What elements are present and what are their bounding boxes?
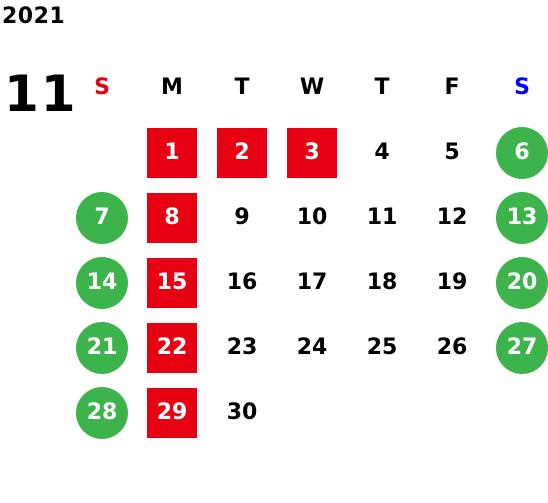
day-number: 26: [436, 334, 468, 360]
day-cell[interactable]: 4: [347, 120, 417, 185]
day-number: 24: [296, 334, 328, 360]
day-number-holiday: 15: [147, 257, 197, 308]
day-number-weekend: 28: [76, 386, 128, 439]
day-number-holiday: 29: [147, 387, 197, 438]
day-number: 12: [436, 204, 468, 230]
weekday-header-tue: T: [207, 55, 277, 120]
day-cell[interactable]: 1: [137, 120, 207, 185]
day-cell[interactable]: 2: [207, 120, 277, 185]
day-cell[interactable]: 21: [67, 315, 137, 380]
day-number: 17: [296, 269, 328, 295]
day-cell[interactable]: 8: [137, 185, 207, 250]
weekday-header-fri: F: [417, 55, 487, 120]
day-cell[interactable]: 25: [347, 315, 417, 380]
day-number: 16: [226, 269, 258, 295]
weekday-label: M: [161, 74, 183, 100]
day-cell[interactable]: 24: [277, 315, 347, 380]
day-cell[interactable]: 13: [487, 185, 548, 250]
weekday-header-sat: S: [487, 55, 548, 120]
day-number: 9: [234, 204, 250, 230]
day-cell[interactable]: 22: [137, 315, 207, 380]
weekday-label: W: [299, 74, 325, 100]
day-cell[interactable]: 11: [347, 185, 417, 250]
day-number: 5: [444, 139, 460, 165]
day-number: 18: [366, 269, 398, 295]
weekday-header-sun: S: [67, 55, 137, 120]
day-cell[interactable]: 19: [417, 250, 487, 315]
day-cell[interactable]: 27: [487, 315, 548, 380]
day-number-weekend: 27: [496, 321, 548, 374]
calendar-month: 11: [4, 65, 78, 123]
weekday-label: F: [444, 74, 460, 100]
day-number: 4: [374, 139, 390, 165]
day-number: 25: [366, 334, 398, 360]
day-cell[interactable]: 7: [67, 185, 137, 250]
weekday-header-wed: W: [277, 55, 347, 120]
day-cell[interactable]: 10: [277, 185, 347, 250]
day-cell[interactable]: 9: [207, 185, 277, 250]
day-number-holiday: 8: [147, 192, 197, 243]
weekday-label: T: [234, 74, 250, 100]
day-cell[interactable]: 30: [207, 380, 277, 445]
day-cell[interactable]: 23: [207, 315, 277, 380]
day-number-weekend: 13: [496, 191, 548, 244]
weekday-label: T: [374, 74, 390, 100]
calendar-year: 2021: [2, 4, 66, 29]
day-cell[interactable]: 17: [277, 250, 347, 315]
day-number-weekend: 6: [496, 126, 548, 179]
day-number: 23: [226, 334, 258, 360]
day-number-holiday: 2: [217, 127, 267, 178]
day-number-holiday: 1: [147, 127, 197, 178]
weekday-label: S: [94, 74, 110, 100]
day-number-weekend: 20: [496, 256, 548, 309]
day-number: 19: [436, 269, 468, 295]
day-number: 30: [226, 399, 258, 425]
day-cell[interactable]: 15: [137, 250, 207, 315]
day-cell[interactable]: 3: [277, 120, 347, 185]
day-number: 11: [366, 204, 398, 230]
day-cell[interactable]: 29: [137, 380, 207, 445]
day-cell[interactable]: 20: [487, 250, 548, 315]
day-number-holiday: 22: [147, 322, 197, 373]
day-cell[interactable]: 16: [207, 250, 277, 315]
day-cell[interactable]: 6: [487, 120, 548, 185]
day-cell[interactable]: 5: [417, 120, 487, 185]
weekday-header-thu: T: [347, 55, 417, 120]
day-cell[interactable]: 26: [417, 315, 487, 380]
day-number-weekend: 7: [76, 191, 128, 244]
weekday-label: S: [514, 74, 530, 100]
day-number-weekend: 14: [76, 256, 128, 309]
day-cell[interactable]: 18: [347, 250, 417, 315]
day-number-holiday: 3: [287, 127, 337, 178]
day-cell[interactable]: 14: [67, 250, 137, 315]
day-number: 10: [296, 204, 328, 230]
day-cell[interactable]: 28: [67, 380, 137, 445]
day-cell[interactable]: 12: [417, 185, 487, 250]
day-number-weekend: 21: [76, 321, 128, 374]
weekday-header-mon: M: [137, 55, 207, 120]
